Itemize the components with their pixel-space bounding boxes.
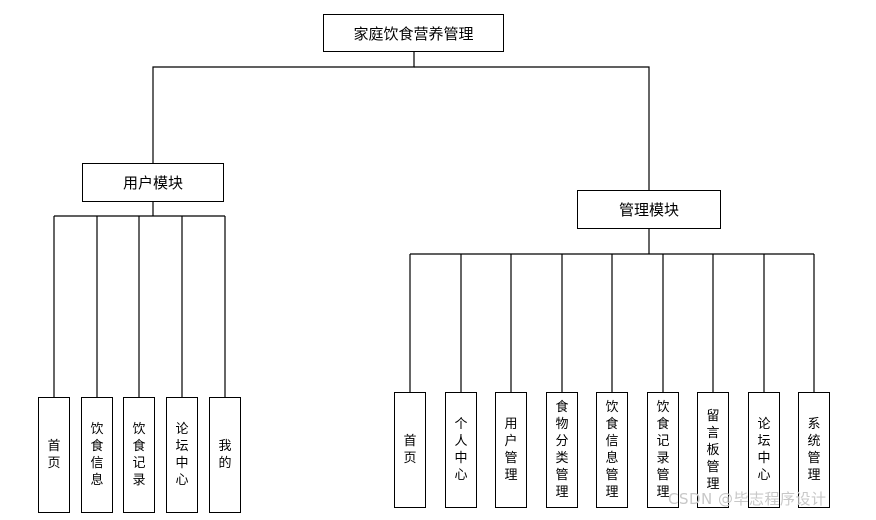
admin-leaf-label: 饮食记录管理 (656, 400, 670, 500)
admin-leaf-label: 论坛中心 (757, 417, 771, 483)
admin-leaf-home: 首页 (394, 392, 426, 508)
admin-leaf-message-board: 留言板管理 (697, 392, 729, 508)
admin-leaf-diet-record: 饮食记录管理 (647, 392, 679, 508)
admin-leaf-label: 留言板管理 (706, 408, 720, 492)
admin-leaf-forum: 论坛中心 (748, 392, 780, 508)
admin-leaf-diet-info: 饮食信息管理 (596, 392, 628, 508)
user-leaf-label: 论坛中心 (175, 422, 189, 488)
admin-leaf-user-management: 用户管理 (495, 392, 527, 508)
admin-leaf-system-management: 系统管理 (798, 392, 830, 508)
user-leaf-forum: 论坛中心 (166, 397, 198, 513)
admin-leaf-label: 首页 (403, 434, 417, 466)
root-node-label: 家庭饮食营养管理 (353, 24, 474, 43)
admin-leaf-food-category: 食物分类管理 (546, 392, 578, 508)
admin-leaf-label: 用户管理 (504, 417, 518, 483)
admin-module-label: 管理模块 (618, 201, 679, 219)
admin-module-node: 管理模块 (577, 190, 721, 229)
admin-leaf-label: 系统管理 (807, 417, 821, 483)
user-leaf-label: 饮食信息 (90, 422, 104, 488)
user-leaf-diet-info: 饮食信息 (81, 397, 113, 513)
watermark: CSDN @毕志程序设计 (668, 490, 827, 508)
user-leaf-label: 饮食记录 (132, 422, 146, 488)
user-leaf-label: 我的 (218, 439, 232, 471)
admin-leaf-label: 个人中心 (454, 417, 468, 483)
root-node: 家庭饮食营养管理 (323, 14, 504, 52)
admin-leaf-label: 食物分类管理 (555, 400, 569, 500)
user-leaf-mine: 我的 (209, 397, 241, 513)
admin-leaf-label: 饮食信息管理 (605, 400, 619, 500)
admin-leaf-personal-center: 个人中心 (445, 392, 477, 508)
user-leaf-label: 首页 (47, 439, 61, 471)
user-leaf-diet-record: 饮食记录 (123, 397, 155, 513)
user-module-label: 用户模块 (122, 174, 183, 192)
user-leaf-home: 首页 (38, 397, 70, 513)
user-module-node: 用户模块 (82, 163, 224, 202)
